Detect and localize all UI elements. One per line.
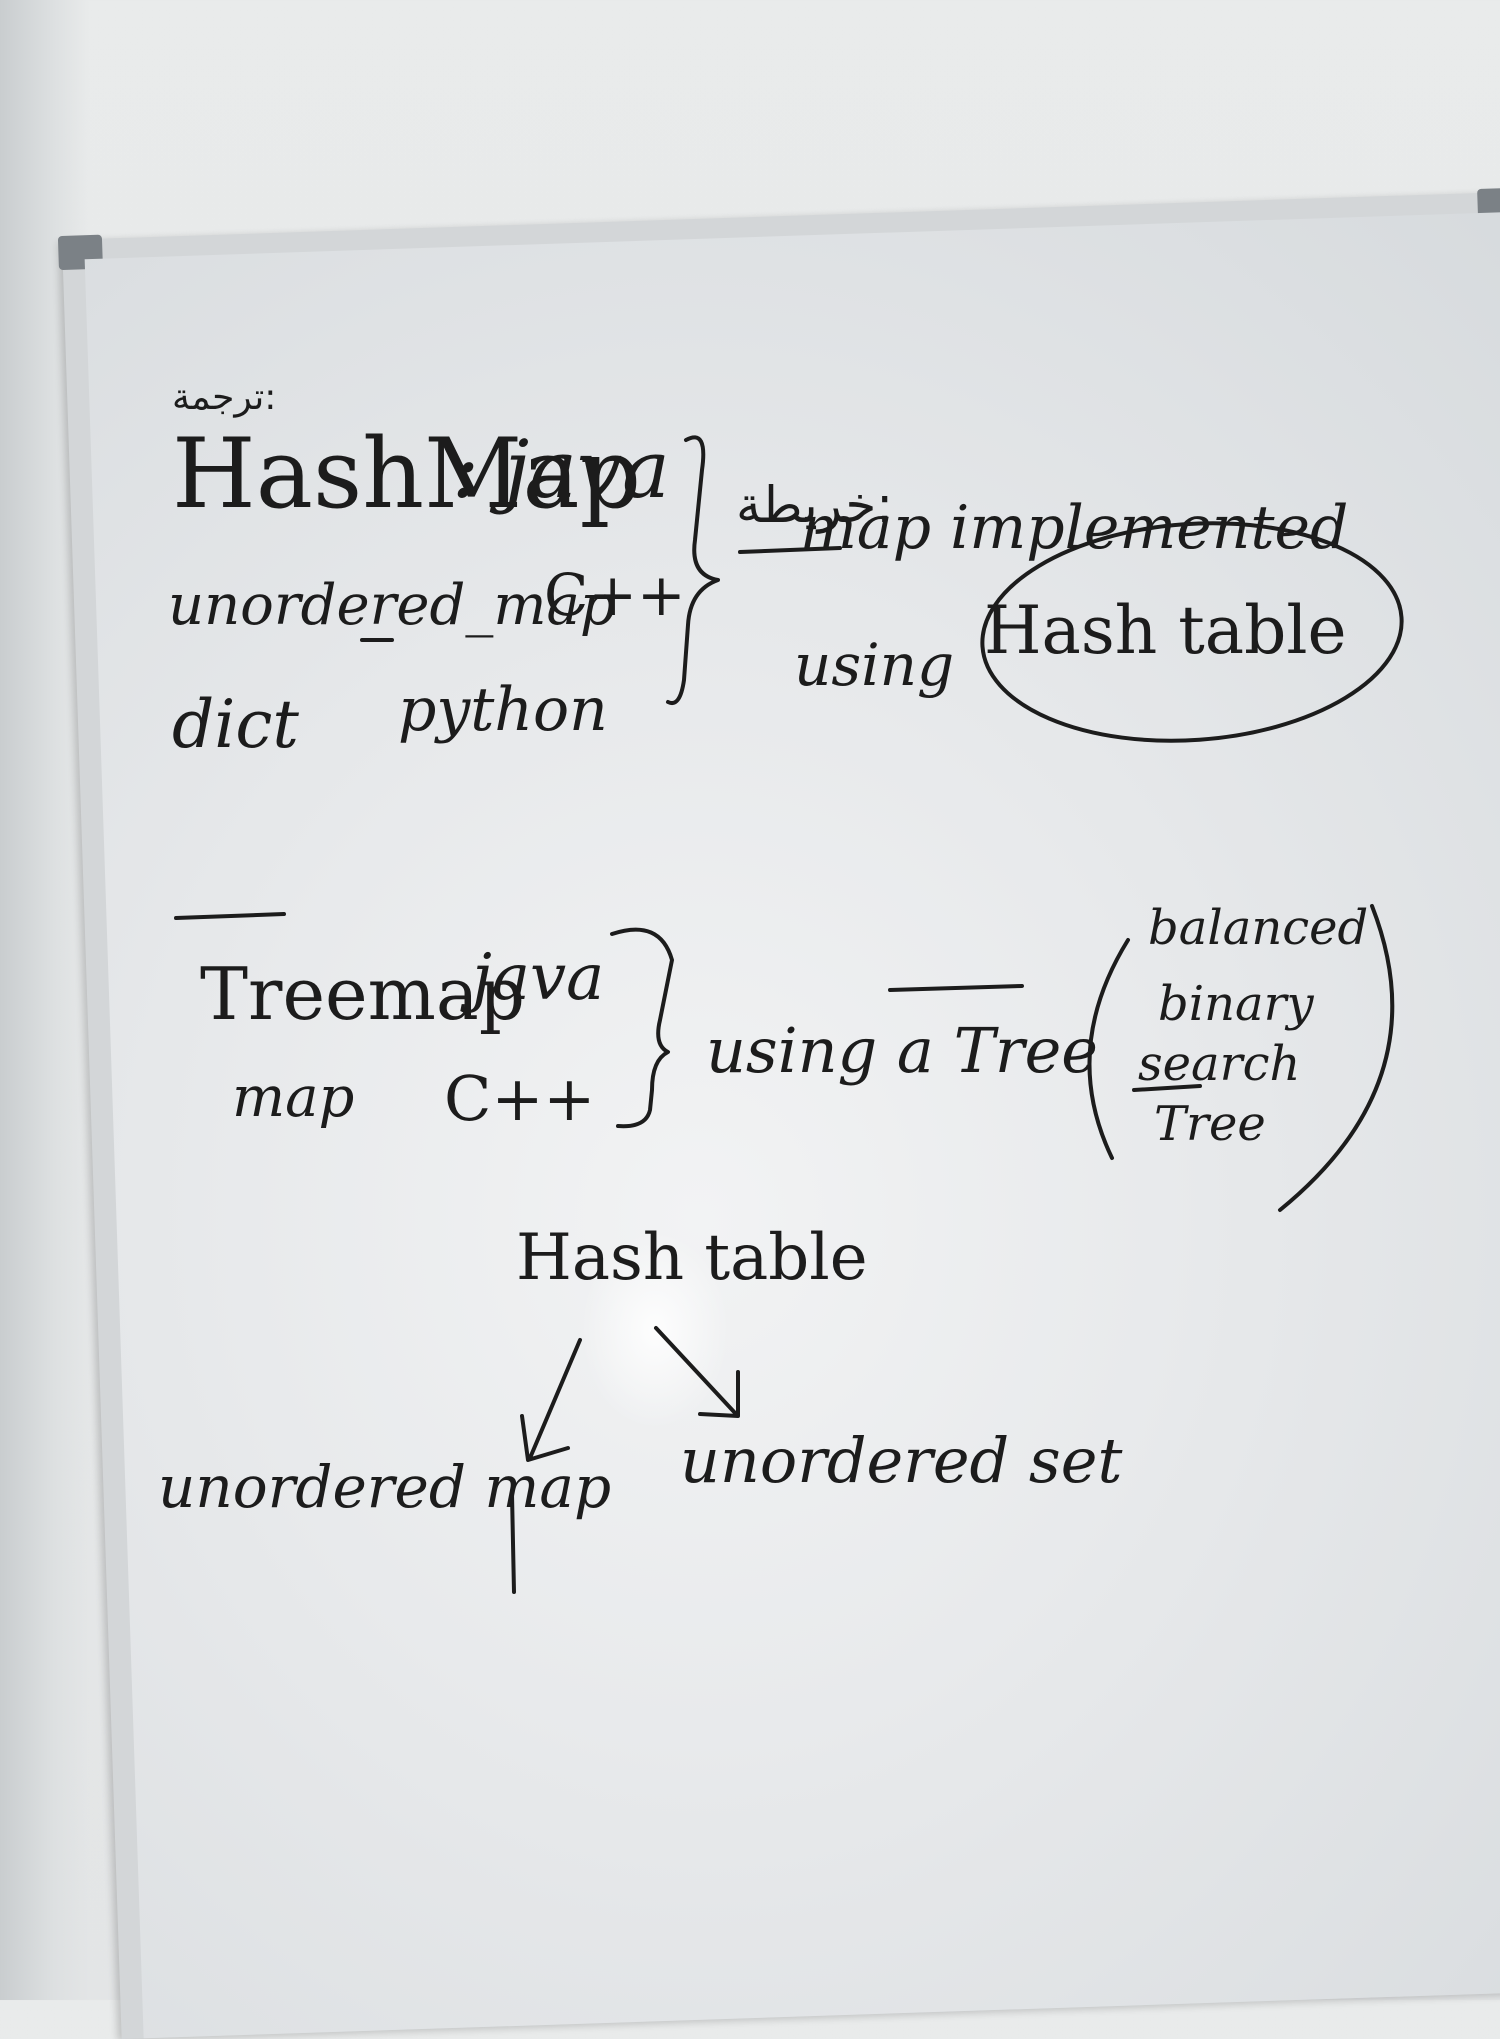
hash-table-circled-text: Hash table <box>984 592 1347 669</box>
arabic-map-note: خريطة: <box>736 476 894 534</box>
java-text: : java <box>452 423 670 516</box>
bar-treemap <box>174 912 286 920</box>
bst-balanced-text: balanced <box>1148 900 1369 956</box>
cpp-text: C++ <box>544 561 686 629</box>
underline-arabic <box>738 546 842 554</box>
hash-table-ellipse <box>980 521 1404 743</box>
map-descender <box>510 1492 516 1594</box>
map-implemented-text: map implemented <box>800 493 1349 563</box>
paren-left <box>1087 938 1130 1160</box>
paren-right <box>1278 904 1395 1212</box>
brace-row2 <box>610 927 674 1129</box>
brace-row1 <box>666 435 720 705</box>
bst-binary-text: binary <box>1158 976 1314 1032</box>
dict-text: dict <box>172 686 299 763</box>
python-text: python <box>398 675 608 745</box>
unordered-set-child-text: unordered set <box>680 1424 1123 1497</box>
java-text-row2: java <box>472 941 605 1015</box>
cpp-text-row2: C++ <box>444 1062 596 1135</box>
using-a-tree-text: using a Tree <box>706 1014 1098 1087</box>
arabic-translation-label: ترجمة: <box>172 377 277 418</box>
using-text: using <box>794 631 955 699</box>
hashmap-text: HashMap <box>172 418 642 530</box>
hash-table-root-text: Hash table <box>516 1221 868 1295</box>
arrow-left-icon <box>520 1338 582 1462</box>
light-glare <box>580 1230 730 1430</box>
underline-search <box>1132 1084 1202 1092</box>
map-text: map <box>232 1065 355 1130</box>
bst-tree-text: Tree <box>1154 1096 1266 1152</box>
bst-search-text: search <box>1138 1036 1301 1092</box>
arrow-right-icon <box>654 1326 740 1418</box>
bar-tree <box>888 984 1024 992</box>
unordered-map-child-text: unordered map <box>158 1453 612 1521</box>
unordered-map-text: unordered_map <box>168 573 616 638</box>
treemap-text: Treemap <box>200 952 525 1036</box>
